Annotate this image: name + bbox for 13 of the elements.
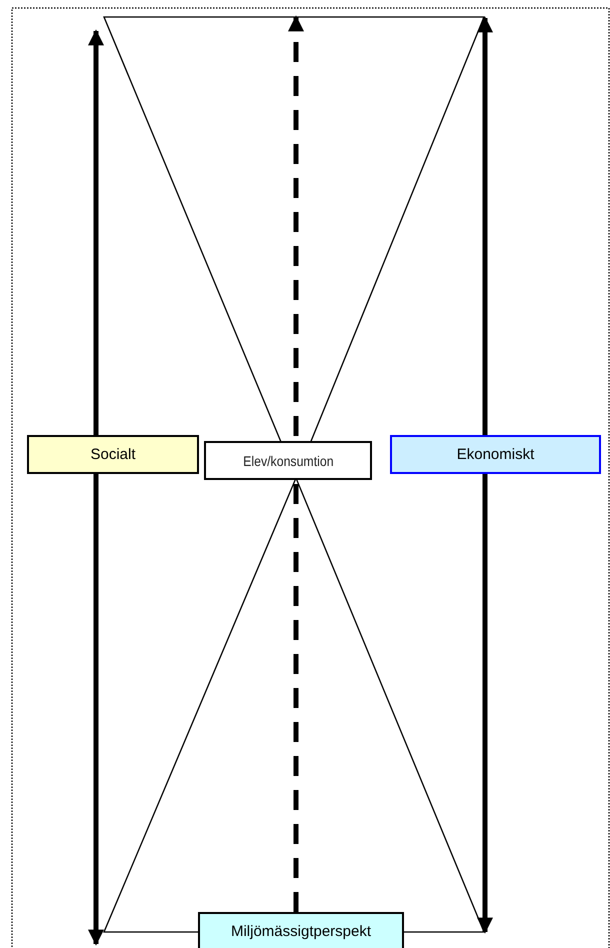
label-box (390, 435, 601, 474)
arrow (88, 29, 104, 435)
center-label: Elev/konsumtion (242, 452, 334, 468)
dashed-arrow (288, 15, 304, 912)
label-box (27, 435, 199, 474)
category-label: Miljömässigtperspekt (230, 922, 372, 940)
label-box (198, 912, 404, 948)
arrow (88, 474, 104, 946)
label-box (204, 441, 372, 480)
category-label: Socialt (90, 446, 136, 463)
category-label: Ekonomiskt (456, 446, 534, 463)
arrow (477, 16, 493, 435)
arrow (477, 474, 493, 934)
